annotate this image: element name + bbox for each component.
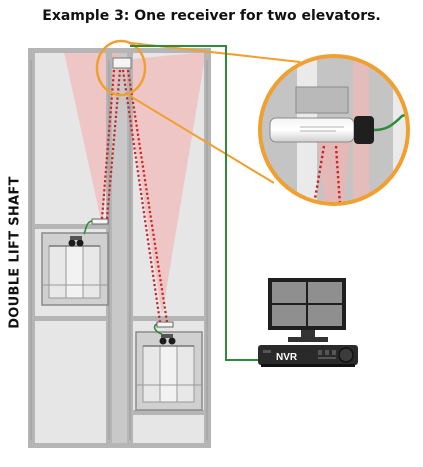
cabin-cables bbox=[83, 220, 163, 335]
left-transmitter-icon bbox=[91, 218, 109, 225]
nvr-label: NVR bbox=[276, 352, 298, 363]
receiver-icon bbox=[112, 57, 132, 69]
receiver-to-nvr-cable bbox=[130, 45, 258, 361]
side-label: DOUBLE LIFT SHAFT bbox=[7, 176, 23, 329]
left-elevator-cabin bbox=[41, 232, 109, 306]
right-cabin-camera-icon bbox=[159, 334, 176, 345]
right-transmitter-icon bbox=[156, 321, 174, 328]
nvr-recorder-icon bbox=[258, 345, 358, 367]
shaft-divider bbox=[110, 48, 128, 448]
diagram-title: Example 3: One receiver for two elevator… bbox=[42, 8, 381, 24]
frame-outline bbox=[30, 60, 208, 440]
monitor-icon bbox=[268, 278, 346, 342]
receiver-highlight-circle bbox=[95, 39, 147, 97]
left-cabin-camera-icon bbox=[68, 236, 84, 247]
right-detection-beam bbox=[122, 52, 206, 315]
receiver-zoom-inset bbox=[258, 54, 410, 206]
right-elevator-cabin bbox=[135, 331, 203, 411]
